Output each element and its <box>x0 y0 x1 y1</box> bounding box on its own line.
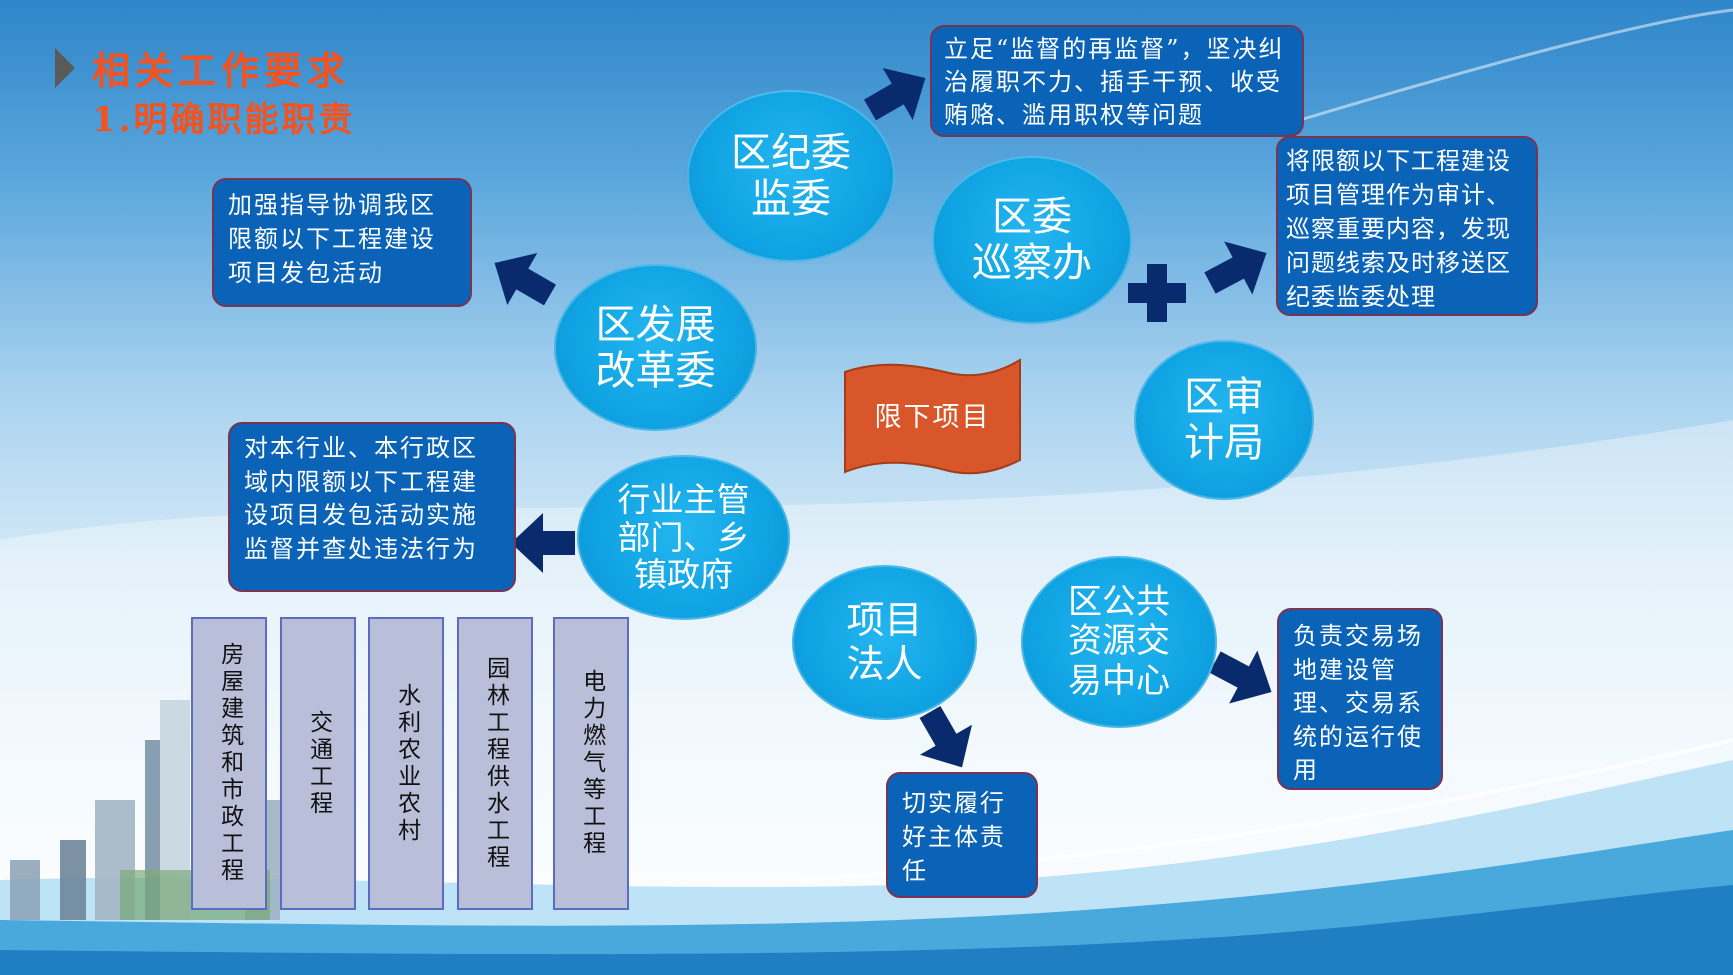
node-jiaoyi-label: 区公共 资源交 易中心 <box>1068 582 1170 701</box>
arrow-fagaiwei-icon <box>479 237 565 321</box>
node-jiwei-label: 区纪委 监委 <box>731 130 851 222</box>
center-banner-shape <box>844 358 1021 475</box>
category-box: 电力燃气等工程 <box>553 617 629 910</box>
category-box: 水利农业农村 <box>368 617 444 910</box>
desc-xiangmufaren: 切实履行好主体责任 <box>886 772 1038 898</box>
title-marker-icon <box>55 48 75 88</box>
node-xiangmufaren: 项目 法人 <box>792 565 977 720</box>
desc-xuncha-shenji: 将限额以下工程建设项目管理作为审计、巡察重要内容，发现问题线索及时移送区纪委监委… <box>1276 136 1538 316</box>
category-label: 房屋建筑和市政工程 <box>216 642 243 885</box>
category-label: 园林工程供水工程 <box>482 655 509 872</box>
page-subtitle: 1.明确职能职责 <box>92 100 356 140</box>
category-box: 房屋建筑和市政工程 <box>191 617 267 910</box>
category-label: 交通工程 <box>305 709 332 818</box>
desc-hangye: 对本行业、本行政区域内限额以下工程建设项目发包活动实施监督并查处违法行为 <box>228 422 516 592</box>
category-box: 交通工程 <box>280 617 356 910</box>
node-shenjiju: 区审 计局 <box>1134 340 1314 500</box>
node-shenjiju-label: 区审 计局 <box>1184 374 1264 466</box>
category-box: 园林工程供水工程 <box>457 617 533 910</box>
node-jiwei: 区纪委 监委 <box>687 90 895 262</box>
arrow-hangye-icon <box>511 513 575 573</box>
node-fagaiwei: 区发展 改革委 <box>554 264 757 431</box>
desc-fagaiwei: 加强指导协调我区限额以下工程建设项目发包活动 <box>212 178 472 307</box>
node-hangye: 行业主管 部门、乡 镇政府 <box>577 455 790 620</box>
page-title: 相关工作要求 <box>92 48 351 93</box>
plus-icon <box>1128 264 1186 322</box>
node-xiangmufaren-label: 项目 法人 <box>846 597 923 686</box>
desc-jiwei: 立足“监督的再监督”，坚决纠治履职不力、插手干预、收受贿赂、滥用职权等问题 <box>930 25 1304 137</box>
node-hangye-label: 行业主管 部门、乡 镇政府 <box>617 479 750 595</box>
node-xunchaban: 区委 巡察办 <box>932 156 1132 324</box>
desc-jiaoyi: 负责交易场地建设管理、交易系统的运行使用 <box>1277 608 1443 790</box>
arrow-xuncha-icon <box>1195 226 1281 310</box>
node-xunchaban-label: 区委 巡察办 <box>972 194 1092 286</box>
center-banner-label: 限下项目 <box>874 402 991 433</box>
node-fagaiwei-label: 区发展 改革委 <box>595 301 716 394</box>
node-jiaoyi: 区公共 资源交 易中心 <box>1021 556 1217 728</box>
category-label: 水利农业农村 <box>393 682 420 845</box>
category-label: 电力燃气等工程 <box>578 669 605 858</box>
